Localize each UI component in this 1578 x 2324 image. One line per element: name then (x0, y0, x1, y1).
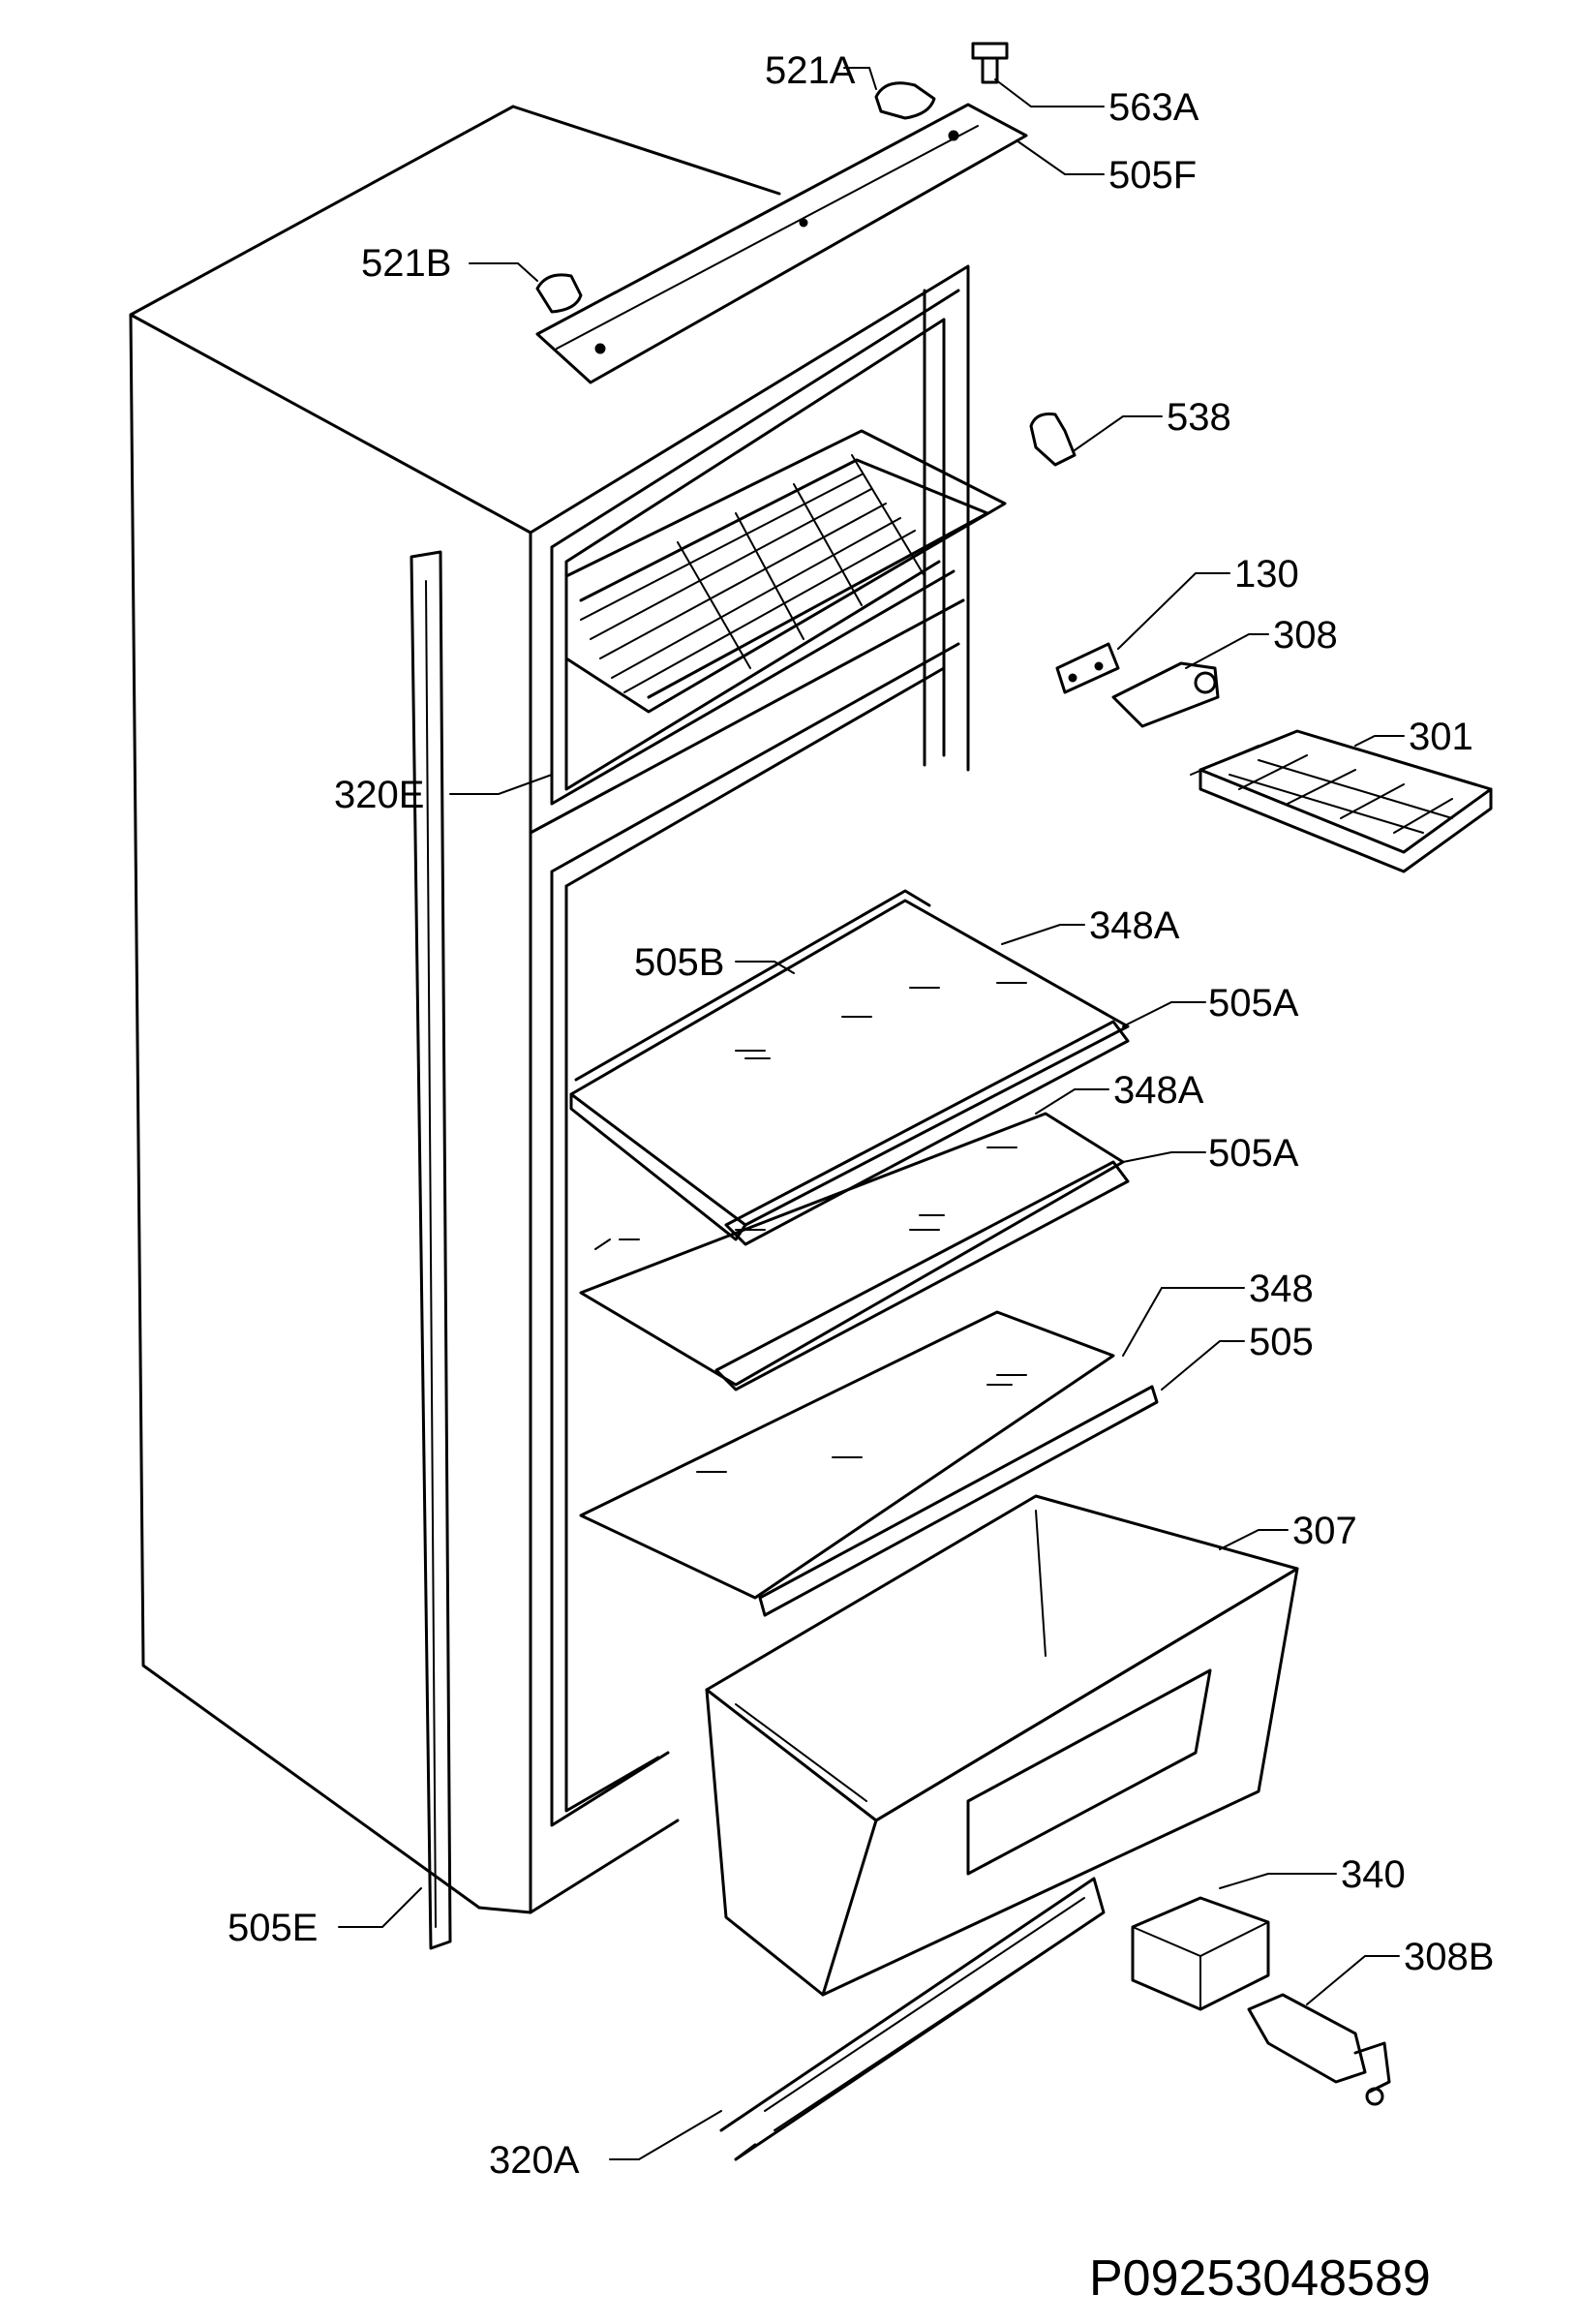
leader-lines (338, 67, 1405, 2160)
cap-521B (535, 273, 583, 314)
label-320A: 320A (489, 2139, 580, 2182)
label-521A: 521A (765, 49, 856, 92)
label-307: 307 (1292, 1510, 1357, 1552)
hinge-308B (1247, 1993, 1391, 2106)
shelf-trim-505 (758, 1385, 1159, 1617)
shelf-trim-505A-upper (724, 1020, 1130, 1246)
label-505: 505 (1249, 1321, 1314, 1363)
label-301: 301 (1409, 716, 1473, 758)
label-505A-lower: 505A (1208, 1132, 1299, 1175)
hinge-308 (1111, 661, 1220, 728)
label-130: 130 (1234, 553, 1299, 596)
label-563A: 563A (1108, 86, 1199, 129)
label-348A-upper: 348A (1089, 904, 1180, 947)
block-340 (1131, 1896, 1270, 2011)
screw-563A (971, 42, 1009, 84)
label-348A-lower: 348A (1113, 1069, 1204, 1112)
plate-130 (1055, 642, 1120, 694)
label-308B: 308B (1404, 1936, 1494, 1978)
shelf-trim-505A-lower (714, 1160, 1130, 1391)
glass-shelf-middle (579, 1112, 1125, 1387)
door-seal-505E (410, 550, 452, 1950)
label-505A-upper: 505A (1208, 982, 1299, 1024)
cabinet-body (129, 105, 970, 1914)
cap-521A (874, 81, 936, 120)
label-320E: 320E (334, 774, 424, 816)
bracket-538 (1029, 413, 1077, 467)
glass-shelf-bottom (579, 1310, 1115, 1600)
freezer-wire-shelf (564, 429, 1007, 714)
label-538: 538 (1167, 396, 1231, 439)
label-505E: 505E (228, 1907, 318, 1949)
vent-grille-320A (719, 1877, 1106, 2161)
label-348: 348 (1249, 1268, 1314, 1310)
crisper-drawer-307 (705, 1494, 1299, 1997)
label-308: 308 (1273, 614, 1338, 657)
label-505F: 505F (1108, 154, 1197, 197)
ice-tray-301 (1190, 729, 1493, 873)
label-505B: 505B (634, 941, 724, 984)
top-rail-505F (535, 103, 1028, 384)
part-labels: 521A 563A 505F 521B 538 130 308 301 320E… (228, 49, 1494, 2182)
drawing-code: P09253048589 (1089, 2250, 1431, 2307)
label-521B: 521B (361, 242, 451, 285)
label-340: 340 (1341, 1853, 1406, 1896)
